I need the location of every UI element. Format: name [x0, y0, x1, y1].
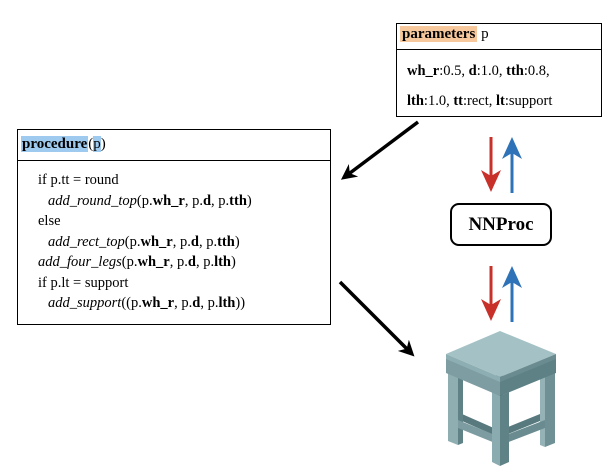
- parameters-var: p: [477, 26, 489, 42]
- param-name-tt: tt: [453, 93, 463, 109]
- code-arg: wh_r: [141, 295, 175, 311]
- func-add-support: add_support: [48, 295, 122, 311]
- code-arg: lth: [214, 254, 231, 270]
- param-value-tt: :rect,: [463, 93, 497, 109]
- parameters-header: parameters p: [397, 24, 601, 50]
- code-text: , p.: [211, 192, 230, 209]
- code-arg: wh_r: [140, 233, 173, 250]
- code-arg: tth: [217, 233, 235, 250]
- arrow-up-blue-icon: [502, 266, 522, 322]
- code-arg: d: [187, 254, 196, 270]
- param-value-tth: :0.8,: [523, 63, 550, 79]
- func-add-round-top: add_round_top: [48, 192, 137, 209]
- param-name-tth: tth: [506, 63, 524, 79]
- procedure-box: procedure(p) if p.tt = round add_round_t…: [17, 129, 331, 325]
- code-text: , p.: [200, 295, 219, 311]
- code-arg: tth: [229, 192, 247, 209]
- procedure-header: procedure(p): [18, 130, 330, 161]
- code-line-if-support: if p.lt = support: [38, 273, 330, 294]
- parameters-line-2: lth:1.0, tt:rect, lt:support: [407, 86, 593, 116]
- code-text: ): [230, 254, 236, 270]
- code-arg: wh_r: [152, 192, 185, 209]
- func-add-rect-top: add_rect_top: [48, 233, 125, 250]
- code-text: ): [246, 192, 252, 209]
- code-line-else: else: [38, 211, 330, 232]
- nnproc-label: NNProc: [468, 213, 534, 235]
- code-text: , p.: [169, 254, 188, 270]
- param-value-wh-r: :0.5,: [439, 63, 469, 79]
- code-arg: d: [190, 233, 199, 250]
- code-arg: d: [202, 192, 212, 209]
- arrow-up-blue-icon: [502, 137, 522, 193]
- param-value-d: :1.0,: [476, 63, 507, 79]
- code-line-add-rect-top: add_rect_top(p.wh_r, p.d, p.tth): [38, 232, 330, 253]
- parameters-box: parameters p wh_r:0.5, d:1.0, tth:0.8, l…: [396, 23, 602, 117]
- nnproc-box: NNProc: [450, 203, 552, 246]
- code-text: (p.: [124, 233, 141, 250]
- code-text: , p.: [195, 254, 215, 270]
- code-text: , p.: [172, 233, 191, 250]
- code-text: , p.: [174, 295, 193, 311]
- arrow-params-to-procedure: [340, 120, 420, 180]
- code-arg: lth: [218, 295, 236, 311]
- procedure-var: p: [93, 136, 101, 152]
- parameters-line-1: wh_r:0.5, d:1.0, tth:0.8,: [407, 56, 593, 86]
- code-text: else: [38, 213, 61, 229]
- param-value-lt: :support: [504, 93, 553, 109]
- code-text: ((p.: [121, 295, 142, 311]
- table-3d-icon: [446, 331, 556, 466]
- param-name-lt: lt: [496, 93, 505, 109]
- code-arg: d: [192, 295, 201, 311]
- code-text: )): [235, 295, 246, 311]
- arrow-procedure-to-table: [338, 280, 415, 357]
- code-text: (p.: [136, 192, 153, 209]
- parameters-body: wh_r:0.5, d:1.0, tth:0.8, lth:1.0, tt:re…: [397, 50, 601, 116]
- code-text: if p.lt = support: [38, 274, 129, 291]
- param-value-lth: :1.0,: [423, 93, 454, 109]
- code-text: , p.: [184, 192, 203, 209]
- code-text: , p.: [198, 233, 218, 250]
- procedure-paren-close: ): [100, 136, 106, 152]
- code-text: ): [234, 233, 240, 250]
- arrow-down-red-icon: [481, 137, 501, 192]
- code-line-add-four-legs: add_four_legs(p.wh_r, p.d, p.lth): [38, 252, 330, 273]
- code-line-add-round-top: add_round_top(p.wh_r, p.d, p.tth): [38, 191, 330, 212]
- procedure-keyword: procedure: [21, 136, 89, 152]
- parameters-keyword: parameters: [400, 26, 478, 42]
- param-name-wh-r: wh_r: [407, 63, 440, 79]
- code-text: if p.tt = round: [38, 172, 119, 188]
- arrow-down-red-icon: [481, 266, 501, 321]
- code-line-if-round: if p.tt = round: [38, 170, 330, 191]
- code-arg: wh_r: [137, 254, 170, 270]
- procedure-paren-open: (: [88, 136, 94, 152]
- code-line-add-support: add_support((p.wh_r, p.d, p.lth)): [38, 293, 330, 314]
- code-text: (p.: [121, 254, 138, 270]
- param-name-lth: lth: [407, 93, 424, 109]
- param-name-d: d: [468, 63, 477, 79]
- procedure-body: if p.tt = round add_round_top(p.wh_r, p.…: [18, 161, 330, 314]
- func-add-four-legs: add_four_legs: [38, 254, 122, 270]
